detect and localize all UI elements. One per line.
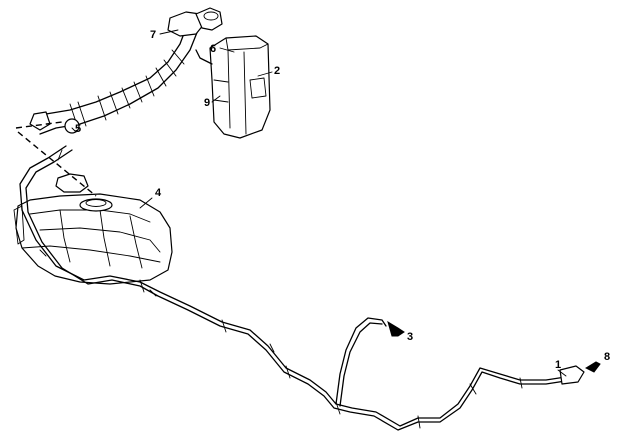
- callout-4: 4: [155, 187, 162, 199]
- callout-3: 3: [407, 331, 413, 343]
- fuel-lines: [19, 145, 585, 431]
- leader-lines: [71, 29, 567, 377]
- callout-1: 1: [555, 359, 561, 371]
- filler-neck-assembly: [29, 7, 223, 135]
- direction-arrow-3: [387, 320, 405, 337]
- callout-6: 6: [210, 43, 216, 55]
- callout-5: 5: [75, 123, 81, 135]
- callout-2: 2: [274, 65, 280, 77]
- callout-9: 9: [204, 97, 210, 109]
- dashed-leader-lower: [17, 131, 97, 197]
- callout-7: 7: [150, 29, 156, 41]
- fuel-tank: [13, 173, 173, 285]
- callout-8: 8: [604, 351, 610, 363]
- dashed-leader-upper: [15, 121, 63, 129]
- direction-arrow-8: [584, 361, 601, 373]
- evap-canister: [195, 35, 271, 139]
